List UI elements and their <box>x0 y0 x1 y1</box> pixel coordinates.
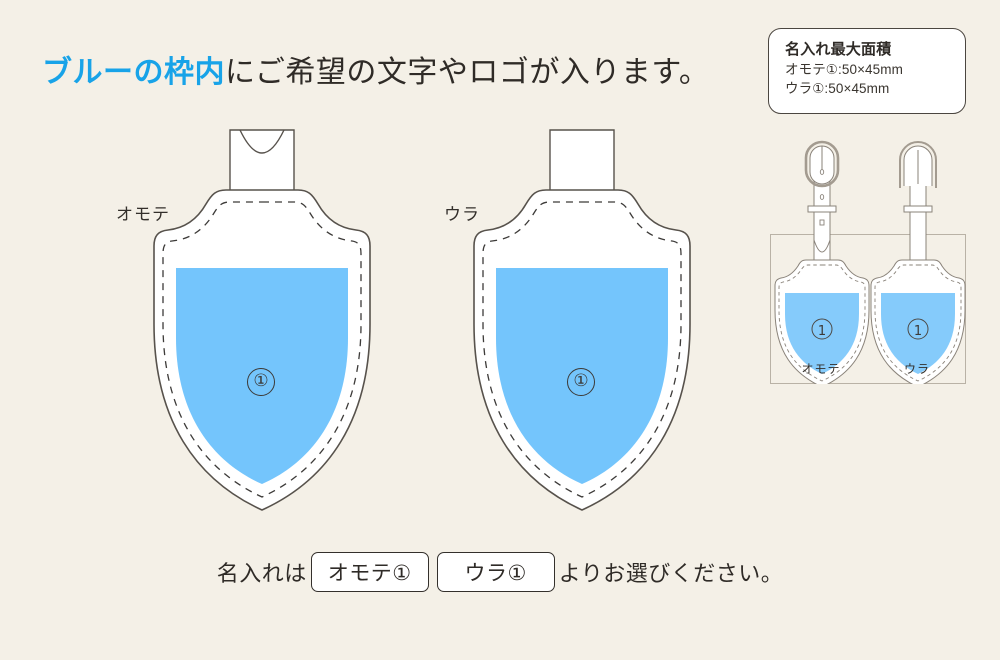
preview-badge-front-circle <box>811 318 833 340</box>
preview-strap-back-group <box>899 141 937 269</box>
shield-back-group <box>473 189 691 511</box>
shield-front-stitch <box>162 201 362 498</box>
shield-back-stitch <box>482 201 682 498</box>
tag-side-label-front: オモテ <box>116 205 170 224</box>
page-title-rest: にご希望の文字やロゴが入ります。 <box>225 56 710 89</box>
strap-loop-outer-icon <box>899 141 937 188</box>
max-print-area-card: 名入れ最大面積 オモテ①:50×45mm ウラ①:50×45mm <box>768 28 966 114</box>
option-button-front[interactable]: オモテ① <box>310 552 429 592</box>
tag-back-svg <box>473 129 691 511</box>
preview-shield-back-stitch <box>874 264 962 382</box>
preview-shield-back: 1 <box>870 259 966 384</box>
tag-side-label-back: ウラ <box>444 205 480 224</box>
preview-badge-back-circle <box>907 318 929 340</box>
page-title: ブルーの枠内にご希望の文字やロゴが入ります。 <box>42 52 709 94</box>
max-print-area-line-front: オモテ①:50×45mm <box>785 62 903 77</box>
strap-hole-icon <box>819 194 825 200</box>
preview-print-area-back <box>881 293 955 374</box>
tag-front-svg <box>153 129 371 511</box>
tag-illustration-back <box>432 128 732 523</box>
option-button-back[interactable]: ウラ① <box>436 552 555 592</box>
preview-shields-layer: 1 1 <box>774 259 966 384</box>
preview-strap-front-tip <box>813 239 831 253</box>
buckle-outer-icon <box>804 140 840 188</box>
max-print-area-line-back: ウラ①:50×45mm <box>785 81 890 96</box>
instruction-prefix: 名入れは <box>216 561 307 586</box>
shield-front-group <box>153 189 371 511</box>
buckle-hole-icon <box>819 169 825 175</box>
preview-shield-front: 1 <box>774 259 870 384</box>
preview-shield-front-stitch <box>778 264 866 382</box>
preview-tag-back <box>888 140 948 360</box>
tag-illustration-front <box>112 128 412 523</box>
page-title-accent: ブルーの枠内 <box>42 56 225 89</box>
preview-print-area-front <box>785 293 859 374</box>
preview-label-back: ウラ <box>903 362 930 376</box>
selection-instruction: 名入れは オモテ① ウラ① よりお選びください。 <box>0 552 1000 592</box>
print-area-number-front: ① <box>247 368 275 396</box>
strap-stud-icon <box>819 219 825 226</box>
preview-label-front: オモテ <box>801 362 841 376</box>
max-print-area-title: 名入れ最大面積 <box>785 41 892 58</box>
strap-front-tip-notch <box>239 129 285 154</box>
instruction-suffix: よりお選びください。 <box>558 561 784 586</box>
strap-keeper-icon <box>807 205 837 213</box>
print-area-number-back: ① <box>567 368 595 396</box>
preview-strap-front-group <box>804 140 840 269</box>
preview-tag-back-svg <box>899 141 937 269</box>
preview-badge-front-number: 1 <box>818 324 826 339</box>
strap-keeper-back-icon <box>903 205 933 213</box>
preview-badge-back-number: 1 <box>914 324 922 339</box>
